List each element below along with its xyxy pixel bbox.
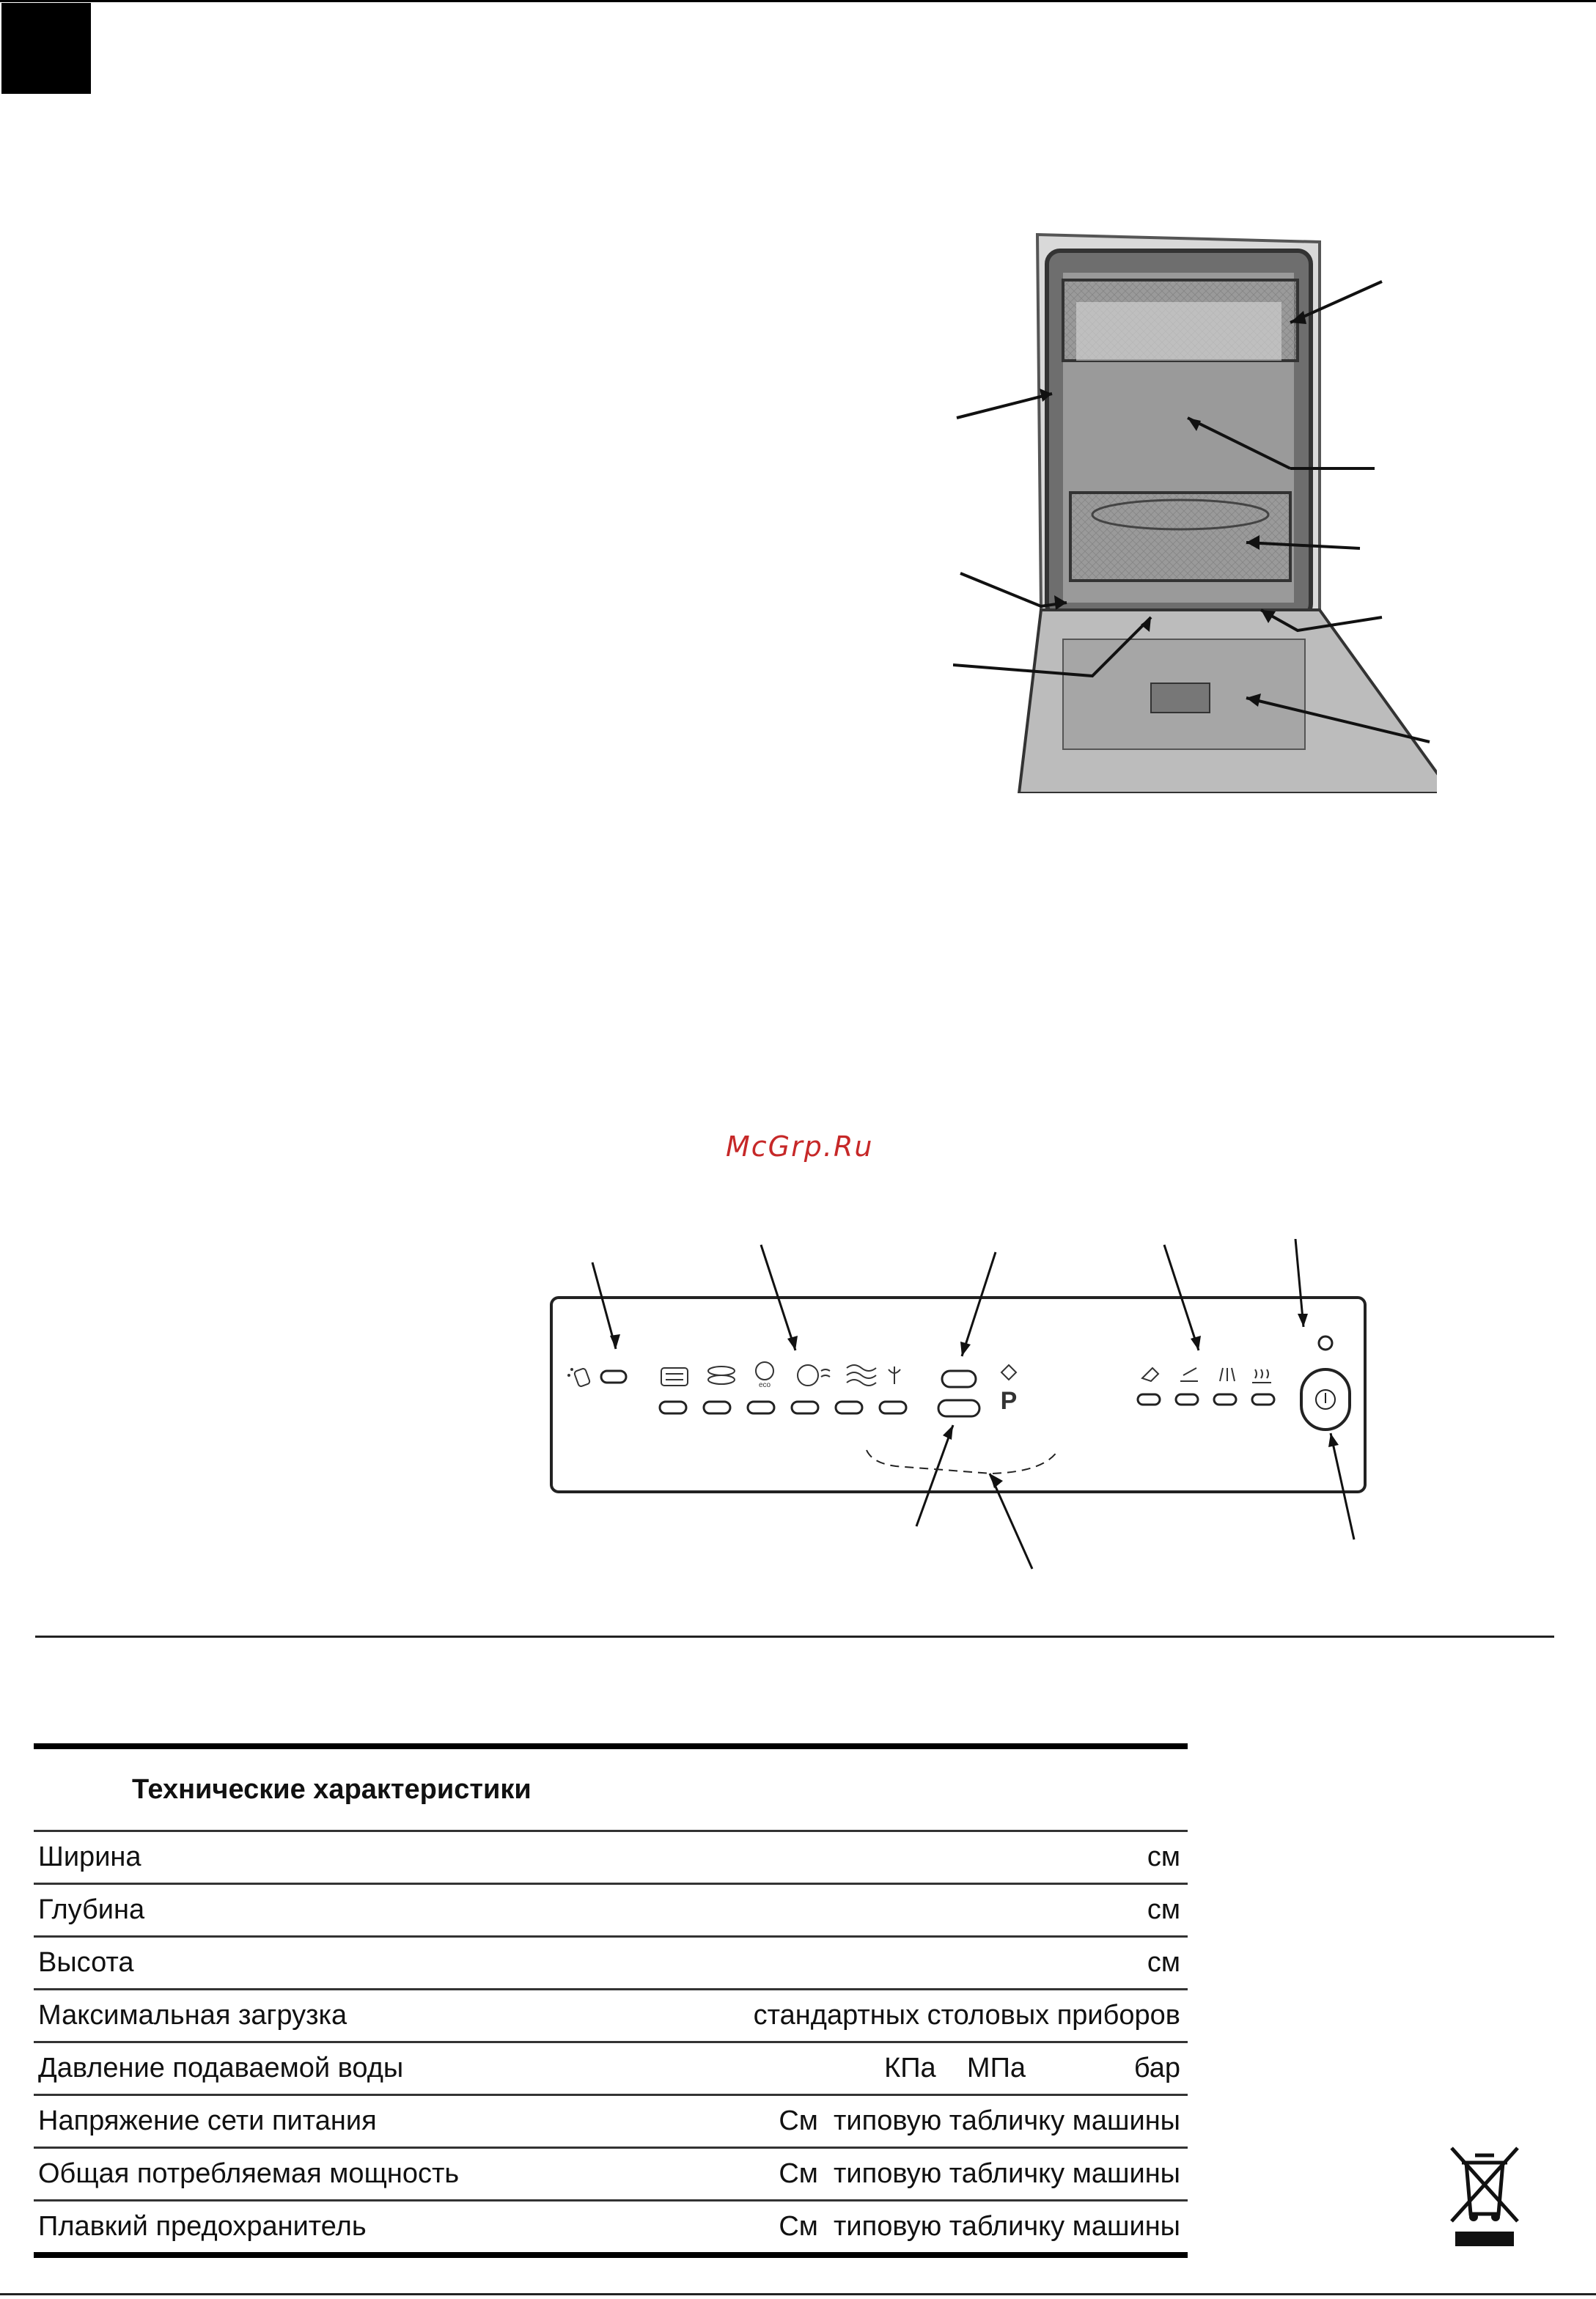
bottom-border — [0, 2293, 1596, 2295]
rinse-phase-icon — [1180, 1367, 1198, 1382]
drying-phase-icon — [1219, 1367, 1235, 1382]
salt-led — [600, 1369, 628, 1384]
spec-value: См типовую табличку машины — [604, 2147, 1188, 2201]
eco-icon — [755, 1361, 774, 1380]
normal-wash-icon — [707, 1366, 735, 1385]
table-row: Плавкий предохранитель См типовую табличк… — [34, 2201, 1188, 2256]
spec-value: См типовую табличку машины — [779, 2211, 1180, 2242]
power-icon — [1300, 1368, 1351, 1431]
spec-value: См типовую табличку машины — [604, 2094, 1188, 2149]
spec-label: Ширина — [34, 1831, 605, 1885]
spec-value: см — [604, 1831, 1188, 1885]
delicate-icon — [846, 1364, 877, 1386]
spec-value: стандартных столовых приборов — [604, 1989, 1188, 2043]
svg-text:eco: eco — [759, 1381, 771, 1389]
section-marker — [1, 3, 91, 94]
spec-table-header: Технические характеристики — [34, 1746, 1188, 1832]
soak-icon — [888, 1366, 901, 1384]
weee-crossed-bin-icon — [1450, 2147, 1519, 2246]
spec-value: см — [604, 1883, 1188, 1938]
dishwasher-illustration — [953, 232, 1437, 793]
spec-label: Максимальная загрузка — [34, 1989, 605, 2043]
end-phase-icon — [1252, 1369, 1271, 1383]
intensive-wash-icon — [661, 1367, 688, 1386]
spec-label: Напряжение сети питания — [34, 2094, 605, 2149]
spec-label: Плавкий предохранитель — [38, 2211, 367, 2242]
spec-label: Глубина — [34, 1883, 605, 1938]
wash-phase-icon — [1141, 1366, 1160, 1383]
spec-value: см — [604, 1936, 1188, 1990]
salt-icon — [567, 1368, 591, 1387]
watermark: McGrp.Ru — [726, 1130, 874, 1163]
program-symbol: P — [1001, 1387, 1018, 1415]
spec-label: Общая потребляемая мощность — [34, 2147, 605, 2201]
spec-label: Давление подаваемой воды — [34, 2042, 605, 2096]
start-icon — [1000, 1364, 1018, 1381]
section-divider — [35, 1636, 1554, 1638]
spec-value: КПа МПа бар — [604, 2042, 1188, 2096]
top-border — [0, 0, 1596, 2]
rapid-icon — [797, 1364, 831, 1386]
spec-label: Высота — [34, 1936, 605, 1990]
control-panel-diagram: eco P — [550, 1239, 1367, 1570]
